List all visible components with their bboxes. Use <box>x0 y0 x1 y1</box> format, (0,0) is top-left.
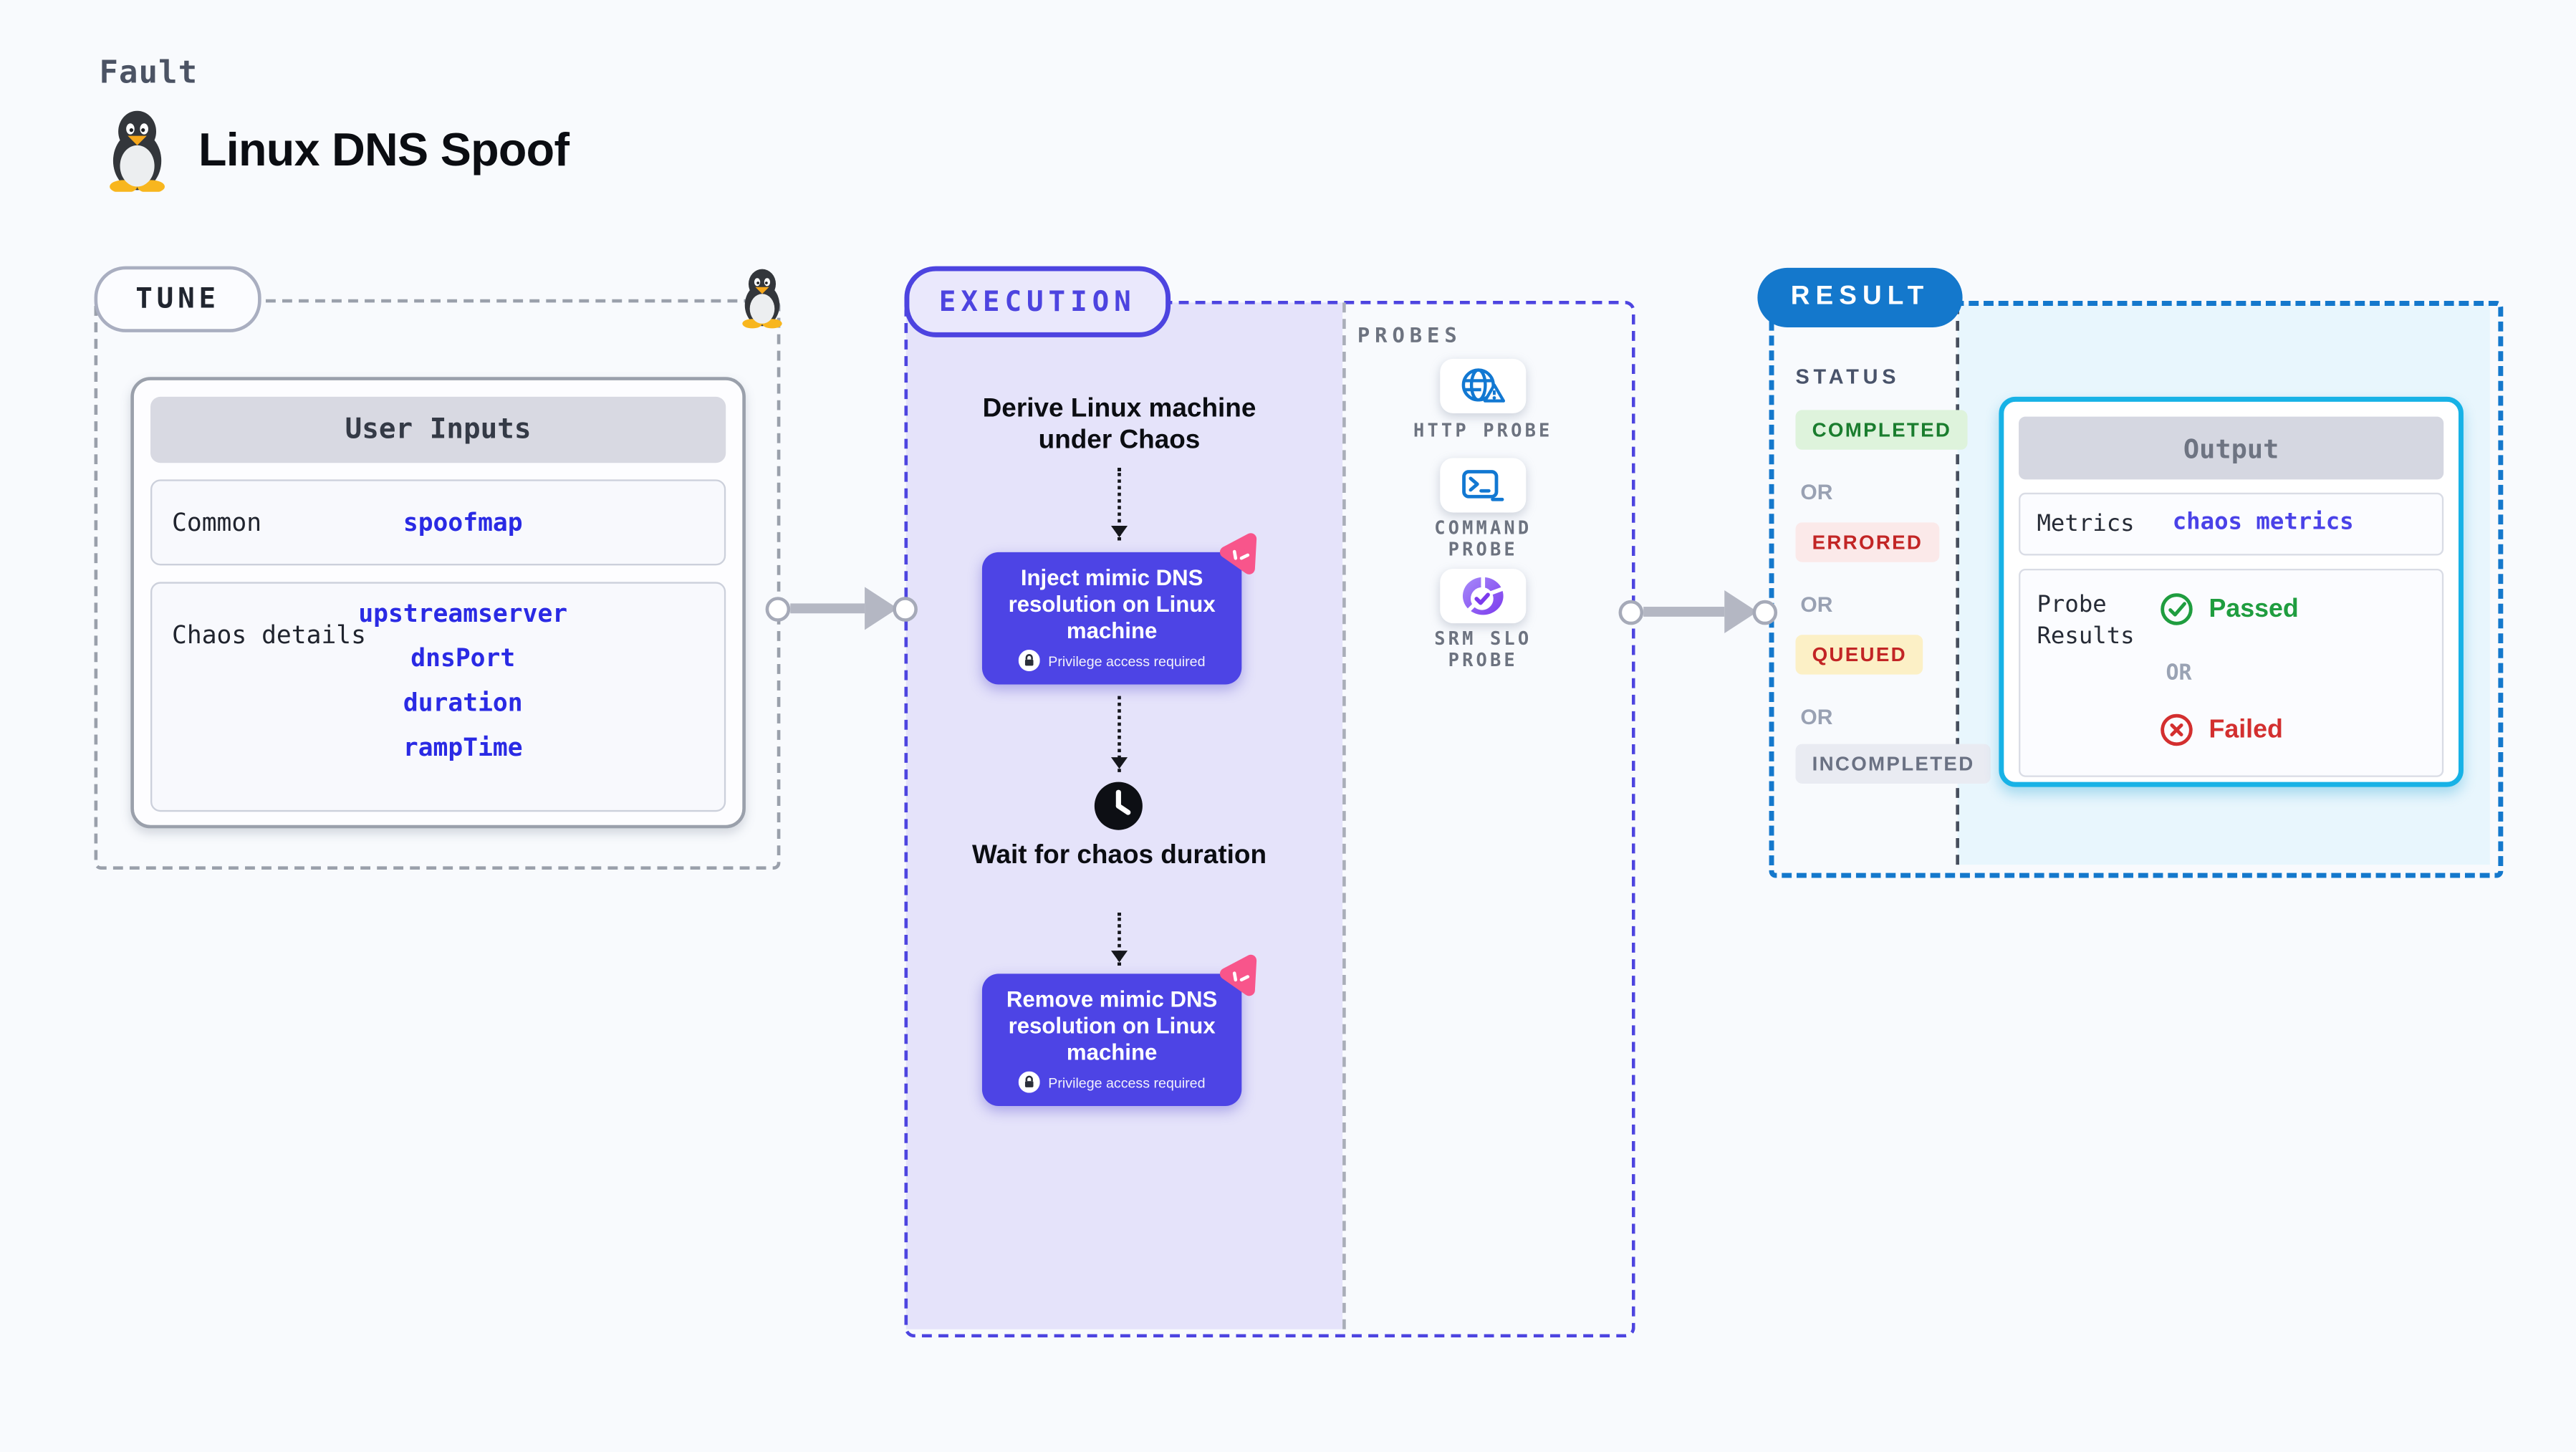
step-remove-text: Remove mimic DNS resolution on Linux mac… <box>1006 986 1218 1065</box>
http-probe-card <box>1440 358 1527 413</box>
probe-result-failed: Failed <box>2159 713 2283 747</box>
step-inject-text: Inject mimic DNS resolution on Linux mac… <box>1008 565 1216 643</box>
probes-divider <box>1342 302 1346 1330</box>
metrics-label: Metrics <box>2037 511 2135 538</box>
tune-badge: TUNE <box>94 266 261 332</box>
step-derive: Derive Linux machine under Chaos <box>982 395 1256 455</box>
privilege-note-text: Privilege access required <box>1048 1074 1206 1091</box>
result-section-box <box>1769 301 2504 878</box>
passed-text: Passed <box>2209 594 2299 622</box>
tune-value: spoofmap <box>403 507 523 538</box>
execution-section-box <box>904 301 1635 1338</box>
clock-icon <box>1093 780 1145 840</box>
page-title: Linux DNS Spoof <box>198 124 569 176</box>
or-separator: OR <box>1800 592 1833 617</box>
output-header: Output <box>2019 416 2444 480</box>
output-card: Output Metrics chaos metrics Probe Resul… <box>1999 396 2464 787</box>
flow-arrow-down <box>1110 468 1128 541</box>
metrics-row: Metrics chaos metrics <box>2019 492 2444 556</box>
tune-row-chaos-details: Chaos details upstreamserver dnsPort dur… <box>150 582 726 812</box>
lock-icon <box>1018 1071 1040 1093</box>
arrow-head <box>1724 590 1758 633</box>
or-separator: OR <box>1800 704 1833 729</box>
connector-node <box>765 596 791 621</box>
privilege-note: Privilege access required <box>982 1071 1241 1093</box>
tune-to-execution-arrow <box>765 587 918 630</box>
http-probe-label: HTTP PROBE <box>1413 420 1553 442</box>
chaos-pinwheel-icon <box>1219 533 1257 574</box>
command-probe-card <box>1440 458 1527 513</box>
connector-node <box>893 596 918 621</box>
command-probe-label: COMMAND PROBE <box>1434 517 1532 561</box>
status-label: STATUS <box>1795 365 1900 389</box>
tune-row-label: Chaos details <box>172 620 367 650</box>
globe-warning-icon <box>1461 367 1506 402</box>
flow-arrow-down <box>1110 696 1128 772</box>
page-title-row: Linux DNS Spoof <box>99 109 569 192</box>
probe-results-label: Probe Results <box>2037 592 2135 650</box>
step-wait: Wait for chaos duration <box>971 841 1267 870</box>
metrics-value: chaos metrics <box>2172 509 2354 536</box>
status-badge-incompleted: INCOMPLETED <box>1795 744 1991 784</box>
probe-result-passed: Passed <box>2159 592 2299 626</box>
tux-penguin-small-icon <box>742 269 782 329</box>
tune-value: rampTime <box>403 732 523 762</box>
fault-eyebrow: Fault <box>99 54 198 91</box>
arrow-shaft <box>1643 607 1725 617</box>
probes-label: PROBES <box>1357 322 1462 347</box>
or-separator: OR <box>2166 661 2192 686</box>
probe-results-row: Probe Results Passed OR Failed <box>2019 568 2444 777</box>
user-inputs-header: User Inputs <box>150 396 726 463</box>
slo-check-donut-icon <box>1462 577 1504 615</box>
tune-value: duration <box>403 688 523 718</box>
status-badge-errored: ERRORED <box>1795 522 1940 562</box>
tux-penguin-icon <box>110 110 165 192</box>
step-inject-box: Inject mimic DNS resolution on Linux mac… <box>981 552 1242 685</box>
tune-section-box <box>94 299 781 870</box>
tune-value: dnsPort <box>410 643 516 673</box>
tune-row-label: Common <box>172 507 262 538</box>
step-remove-box: Remove mimic DNS resolution on Linux mac… <box>981 973 1242 1107</box>
status-badge-completed: COMPLETED <box>1795 410 1969 450</box>
connector-node <box>1752 599 1778 625</box>
x-circle-icon <box>2161 713 2193 746</box>
srm-slo-probe-card <box>1440 568 1527 624</box>
status-divider <box>1956 304 1959 865</box>
lock-icon <box>1018 650 1040 672</box>
privilege-note-text: Privilege access required <box>1048 652 1206 669</box>
tune-row-common: Common spoofmap <box>150 479 726 566</box>
privilege-note: Privilege access required <box>982 650 1241 672</box>
arrow-head <box>865 587 898 630</box>
status-badge-queued: QUEUED <box>1795 635 1923 675</box>
terminal-icon <box>1462 468 1504 501</box>
user-inputs-card: User Inputs Common spoofmap Chaos detail… <box>130 377 746 829</box>
execution-badge: EXECUTION <box>904 266 1171 337</box>
or-separator: OR <box>1800 479 1833 504</box>
srm-slo-probe-label: SRM SLO PROBE <box>1434 628 1532 672</box>
result-badge: RESULT <box>1757 267 1963 327</box>
flow-arrow-down <box>1110 913 1128 966</box>
chaos-pinwheel-icon <box>1219 954 1257 996</box>
connector-node <box>1618 599 1644 625</box>
check-circle-icon <box>2161 593 2193 625</box>
failed-text: Failed <box>2209 715 2283 744</box>
execution-to-result-arrow <box>1618 590 1778 633</box>
arrow-shaft <box>790 603 865 614</box>
tune-value: upstreamserver <box>358 598 568 629</box>
